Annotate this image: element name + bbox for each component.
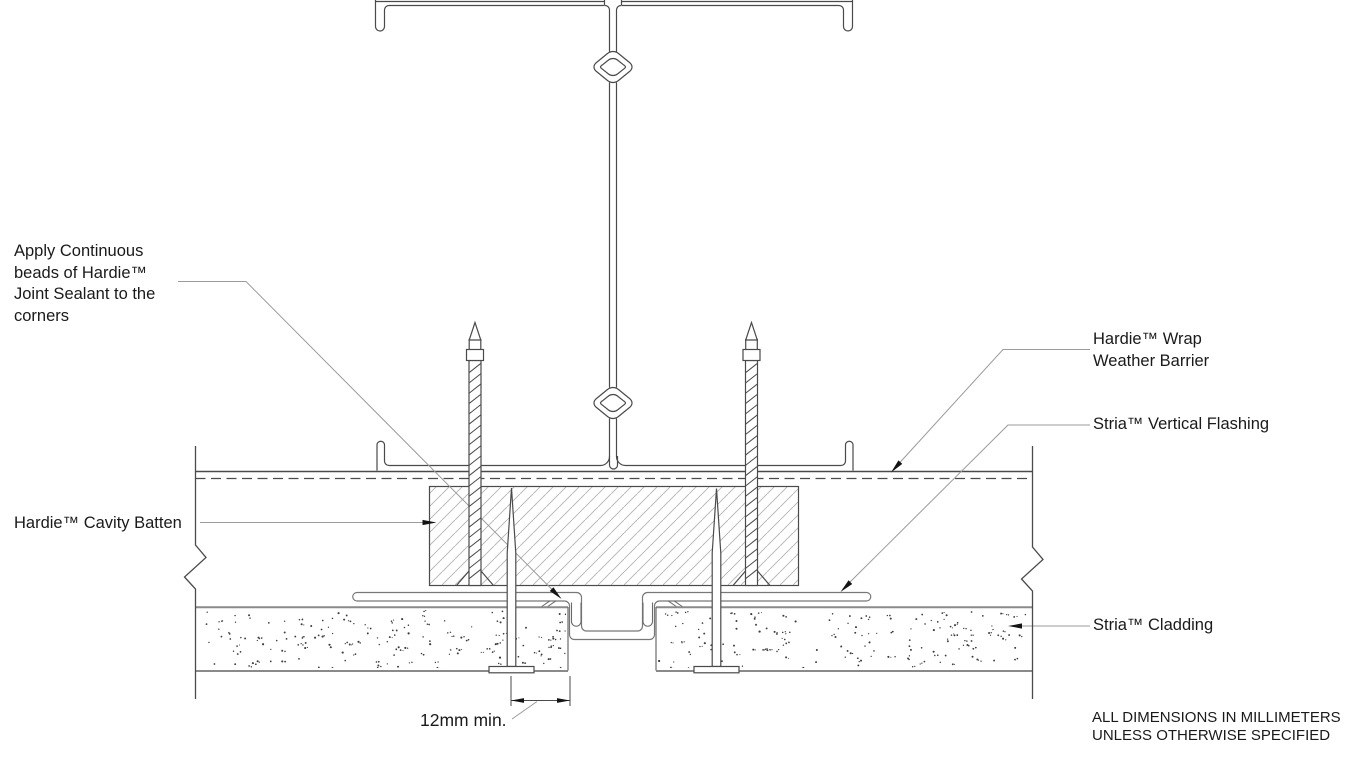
- callout-weather-barrier: Hardie™ Wrap Weather Barrier: [1093, 329, 1209, 372]
- screw-right: [732, 320, 771, 587]
- screw-threads: [468, 362, 482, 580]
- nail-left: [488, 487, 535, 674]
- batten-screws: [456, 320, 771, 587]
- break-mark-right: [1020, 446, 1044, 699]
- callout-line: corners: [14, 306, 70, 325]
- cladding-stipple: [658, 611, 1027, 668]
- cladding-nails: [488, 487, 740, 674]
- callout-joint-sealant: Apply Continuous beads of Hardie™ Joint …: [14, 241, 155, 327]
- flashing-arrow: [838, 580, 853, 594]
- callout-vertical-flashing: Stria™ Vertical Flashing: [1093, 415, 1270, 433]
- dim-arrow-left: [511, 698, 524, 703]
- note-line: UNLESS OTHERWISE SPECIFIED: [1092, 727, 1331, 744]
- callout-line: Weather Barrier: [1093, 351, 1210, 370]
- callout-cladding: Stria™ Cladding: [1093, 616, 1214, 634]
- cavity-batten: [428, 485, 800, 587]
- joint-sealant-beads: [570, 602, 654, 627]
- sealant-leader: [178, 281, 558, 596]
- callout-line: Joint Sealant to the: [14, 285, 156, 303]
- callout-line: beads of Hardie™: [14, 263, 147, 282]
- steel-stud-profile: [374, 0, 854, 471]
- screw-left: [456, 320, 494, 587]
- leader-lines: [178, 281, 1090, 720]
- wall-frame-line: [195, 470, 1033, 480]
- callout-line: Apply Continuous: [14, 242, 144, 260]
- vertical-flashing: [352, 591, 872, 641]
- cladding-stipple: [205, 610, 566, 668]
- section-break-edges: [183, 446, 1044, 699]
- callout-cavity-batten: Hardie™ Cavity Batten: [14, 514, 182, 532]
- nail-right: [693, 488, 740, 674]
- note-line: ALL DIMENSIONS IN MILLIMETERS: [1092, 709, 1341, 726]
- dimension-leader: [511, 701, 538, 720]
- general-note: ALL DIMENSIONS IN MILLIMETERS UNLESS OTH…: [1092, 709, 1341, 745]
- dim-arrow-right: [557, 698, 570, 703]
- flashing-leader: [842, 424, 1090, 590]
- weather-barrier-leader: [893, 349, 1090, 470]
- cladding-arrow: [1008, 623, 1022, 629]
- break-mark-left: [183, 446, 207, 699]
- dimension-text: 12mm min.: [420, 710, 507, 730]
- callout-line: Hardie™ Wrap: [1093, 330, 1202, 348]
- screw-threads: [745, 362, 758, 580]
- flashing-lap-flares: [540, 600, 684, 608]
